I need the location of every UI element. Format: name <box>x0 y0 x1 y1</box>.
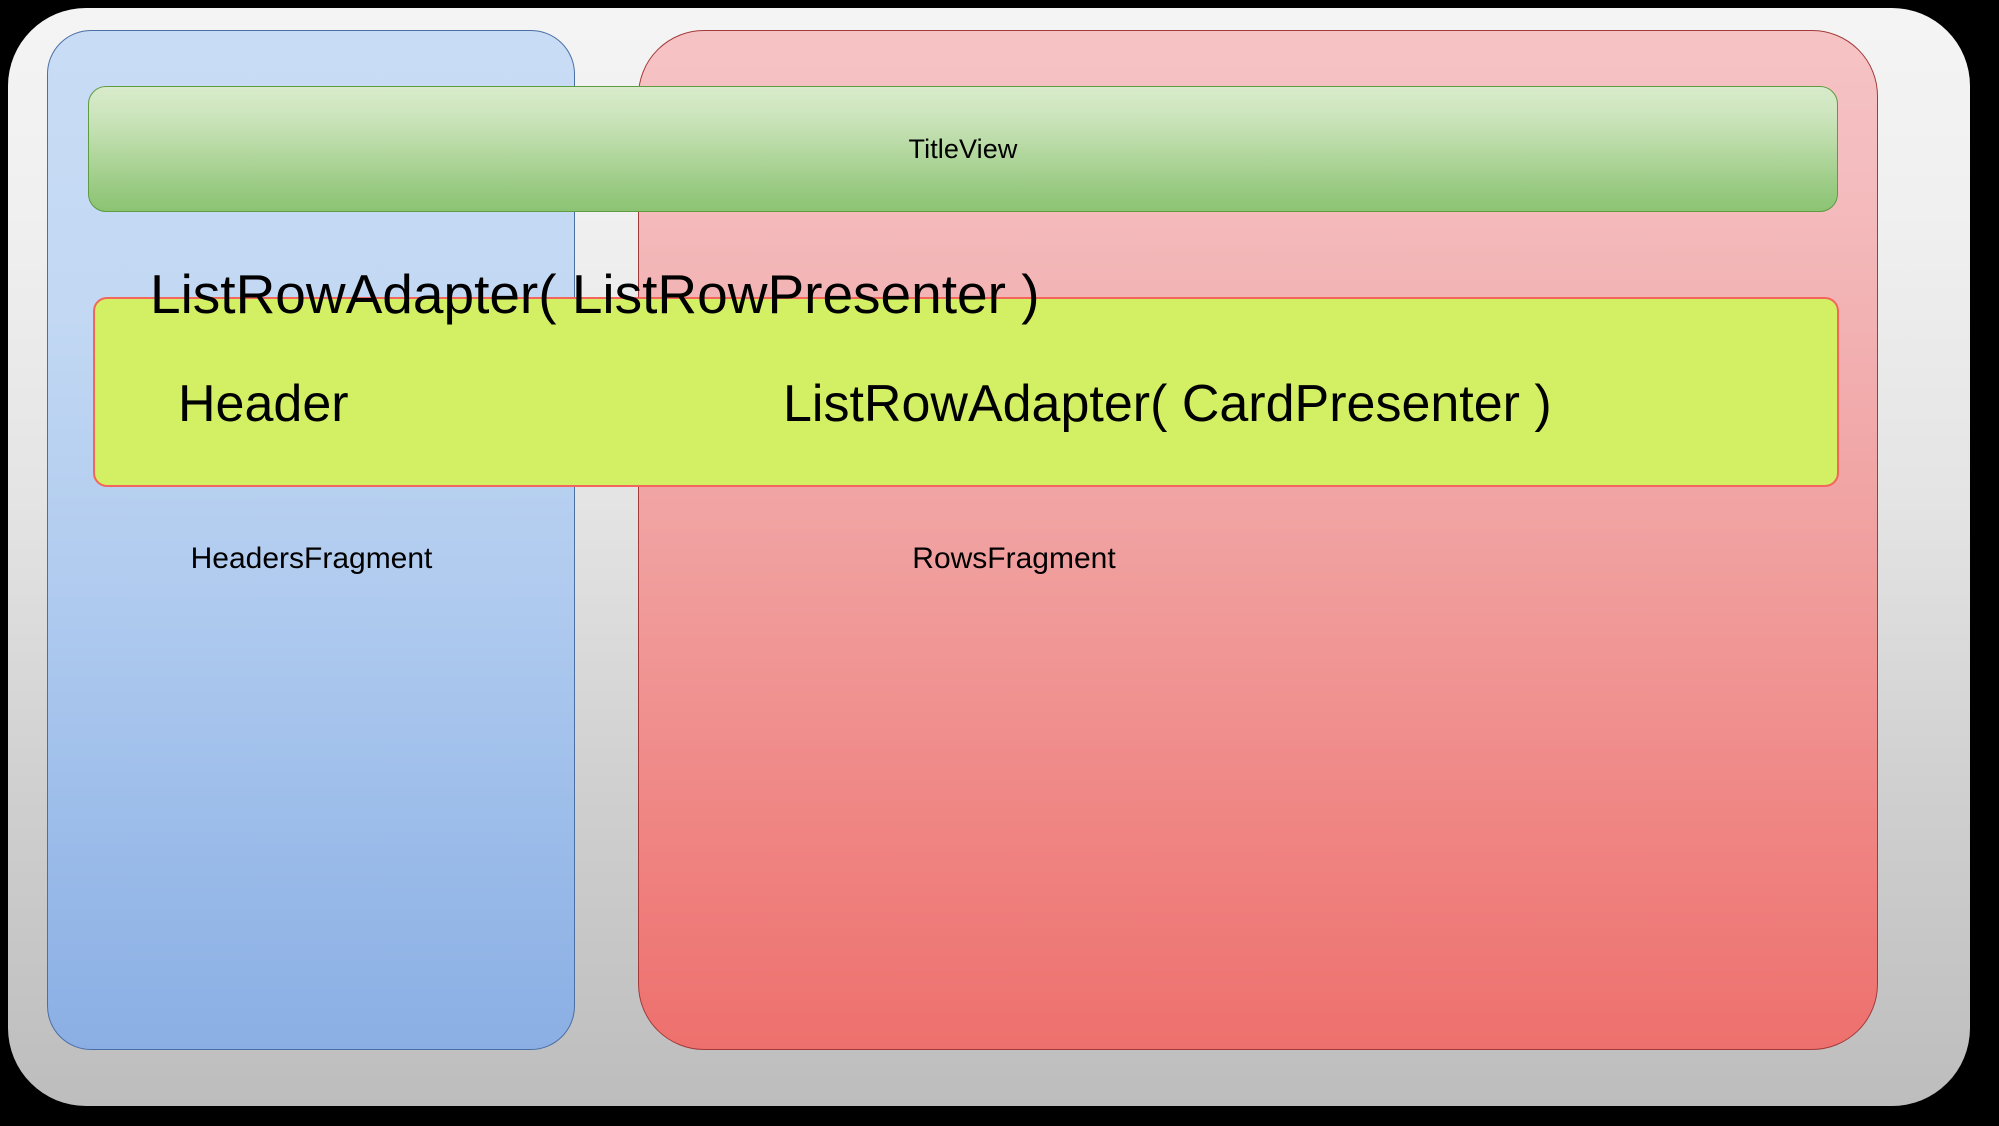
list-row-box <box>93 297 1839 487</box>
list-row-adapter-card-presenter-label: ListRowAdapter( CardPresenter ) <box>783 375 1552 433</box>
title-view-label: TitleView <box>908 133 1018 164</box>
headers-fragment-label: HeadersFragment <box>190 542 433 575</box>
title-view-bar: TitleView <box>88 86 1838 212</box>
header-label: Header <box>178 375 349 433</box>
list-row-adapter-presenter-label: ListRowAdapter( ListRowPresenter ) <box>150 263 1040 325</box>
rows-fragment-label: RowsFragment <box>912 542 1116 575</box>
